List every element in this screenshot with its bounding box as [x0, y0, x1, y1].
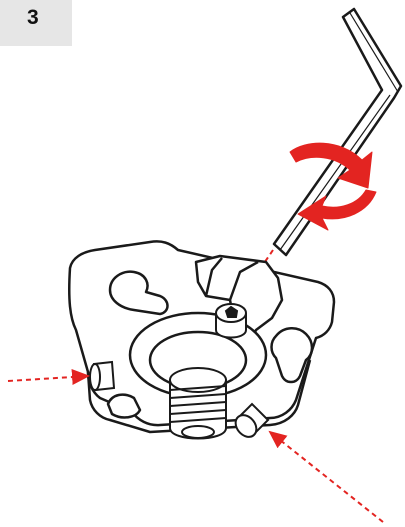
top-cap-screw [215, 303, 247, 339]
step-number: 3 [27, 6, 39, 29]
right-side-screw [234, 402, 270, 438]
guide-line-left-screw [7, 369, 90, 385]
left-side-screw [89, 360, 116, 392]
guide-line-key-to-bolt [235, 249, 274, 305]
guide-line-right-screw [268, 430, 384, 523]
rotation-arrow-icon [289, 142, 377, 231]
step-badge: 3 [0, 0, 72, 46]
clamp-bracket [194, 254, 284, 350]
threaded-stud [169, 367, 227, 440]
